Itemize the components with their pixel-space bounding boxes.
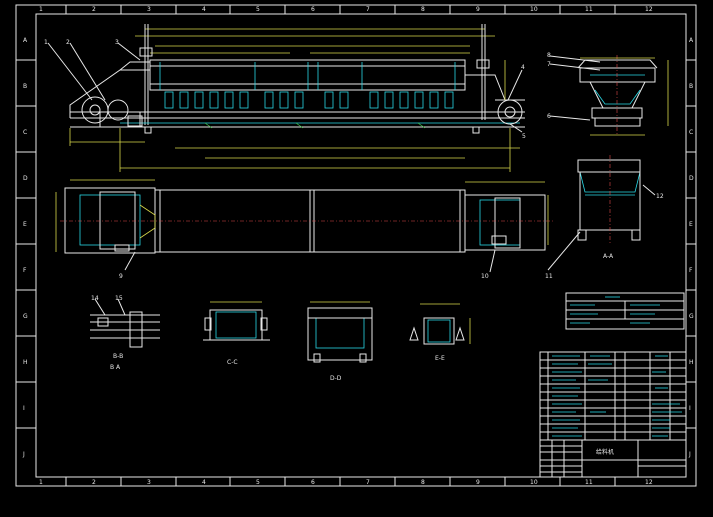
col-label-bottom: 10 [530, 479, 538, 486]
col-label-bottom: 11 [585, 479, 593, 486]
callout-6: 6 [547, 113, 551, 120]
row-label-right: A [689, 37, 694, 44]
row-label-left: E [23, 221, 27, 228]
row-label-right: F [689, 267, 693, 274]
callout-10: 10 [481, 273, 489, 280]
col-label-bottom: 12 [645, 479, 653, 486]
row-label-right: H [689, 359, 694, 366]
title-block: 给料机 [539, 351, 687, 478]
col-label-top: 6 [311, 6, 315, 13]
row-label-right: C [689, 129, 693, 136]
plan-view: 9 10 [55, 179, 555, 280]
outer-frame [15, 4, 697, 487]
view-note-b: B A [110, 364, 121, 371]
row-label-left: A [23, 37, 28, 44]
drawing-title: 给料机 [596, 448, 614, 456]
upper-frame [149, 59, 466, 91]
border-labels: 1 2 3 4 5 6 7 8 9 10 11 12 1 2 3 4 5 6 7… [22, 6, 694, 486]
view-label-c-c: C-C [227, 359, 238, 366]
end-view-upper: 8 7 6 [547, 52, 669, 136]
head-section [464, 194, 546, 251]
row-label-left: D [23, 175, 28, 182]
col-label-bottom: 6 [311, 479, 315, 486]
col-label-top: 8 [421, 6, 425, 13]
row-label-right: G [689, 313, 694, 320]
col-label-top: 10 [530, 6, 538, 13]
callout-14: 14 [91, 295, 99, 302]
row-label-left: B [23, 83, 27, 90]
col-label-bottom: 3 [147, 479, 151, 486]
inner-frame [35, 13, 687, 478]
view-label-b-b: B-B [113, 353, 123, 360]
col-label-bottom: 9 [476, 479, 480, 486]
col-label-bottom: 7 [366, 479, 370, 486]
col-label-bottom: 8 [421, 479, 425, 486]
col-label-top: 1 [39, 6, 43, 13]
row-label-left: G [23, 313, 28, 320]
callout-8: 8 [547, 52, 551, 59]
callout-11: 12 [656, 193, 664, 200]
callout-9: 9 [119, 273, 123, 280]
col-label-top: 9 [476, 6, 480, 13]
col-label-top: 3 [147, 6, 151, 13]
callout-4: 4 [521, 64, 525, 71]
callout-12: 11 [545, 273, 553, 280]
callout-1: 1 [44, 39, 48, 46]
callout-2: 2 [66, 39, 70, 46]
col-label-top: 5 [256, 6, 260, 13]
top-dimension-lines [135, 24, 495, 60]
row-label-right: E [689, 221, 693, 228]
row-label-left: I [23, 405, 25, 412]
detail-c-c: C-C [203, 301, 270, 366]
main-elevation-view: 1 2 3 4 5 [44, 24, 526, 172]
row-label-left: J [22, 451, 25, 458]
callout-15: 15 [115, 295, 123, 302]
col-label-top: 11 [585, 6, 593, 13]
callout-3: 3 [115, 39, 119, 46]
callout-7: 7 [547, 61, 551, 68]
tail-drive [107, 99, 129, 121]
row-label-right: J [688, 451, 691, 458]
row-label-left: C [23, 129, 27, 136]
section-a-a: 12 11 A-A [545, 155, 664, 280]
row-label-right: B [689, 83, 693, 90]
hopper-top [579, 67, 656, 83]
section-label-a-a: A-A [603, 253, 614, 260]
tail-pulley [81, 96, 109, 124]
bottom-dimension-lines [69, 60, 520, 172]
view-label-e-e: E-E [435, 355, 445, 362]
border-zone-ticks [16, 5, 696, 486]
detail-e-e: E-E [409, 303, 471, 362]
detail-d-d: D-D [307, 301, 373, 382]
row-label-left: H [23, 359, 28, 366]
col-label-bottom: 4 [202, 479, 206, 486]
col-label-bottom: 5 [256, 479, 260, 486]
detail-b-b: 14 15 B-B B A [90, 295, 160, 371]
row-label-left: F [23, 267, 27, 274]
spec-table [565, 292, 685, 330]
view-label-d-d: D-D [330, 375, 342, 382]
row-label-right: I [689, 405, 691, 412]
col-label-bottom: 2 [92, 479, 96, 486]
row-label-right: D [689, 175, 694, 182]
col-label-top: 2 [92, 6, 96, 13]
col-label-top: 7 [366, 6, 370, 13]
tail-section [64, 187, 156, 254]
col-label-top: 4 [202, 6, 206, 13]
col-label-top: 12 [645, 6, 653, 13]
col-label-bottom: 1 [39, 479, 43, 486]
idler-row [164, 91, 454, 109]
callout-5: 5 [522, 133, 526, 140]
